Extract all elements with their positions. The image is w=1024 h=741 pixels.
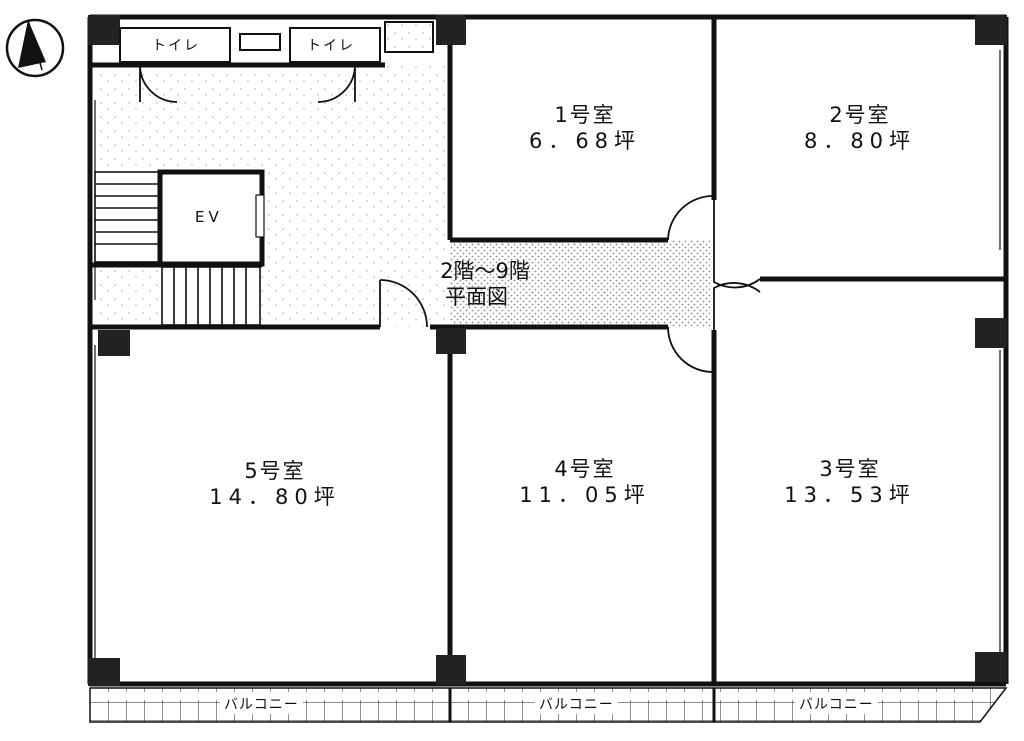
room-1-name: 1号室 xyxy=(554,103,616,127)
room-1-area: 6．68坪 xyxy=(528,129,642,154)
elevator-label: EV xyxy=(195,208,223,226)
structural-columns xyxy=(88,15,1007,686)
outer-walls xyxy=(87,14,1009,687)
room-2-area: 8．80坪 xyxy=(803,129,917,154)
room-3-name: 3号室 xyxy=(819,457,881,481)
room-4-name: 4号室 xyxy=(554,457,616,481)
floor-title-line1: 2階～9階 xyxy=(440,259,530,283)
room-4-label: 4号室 11．05坪 xyxy=(475,456,695,509)
room-3-label: 3号室 13．53坪 xyxy=(740,456,960,509)
staircase xyxy=(94,171,261,326)
room-3-area: 13．53坪 xyxy=(784,483,916,508)
room-5-area: 14．80坪 xyxy=(209,485,341,510)
north-compass-icon xyxy=(5,18,65,78)
elevator-shaft xyxy=(157,169,265,267)
room-5-label: 5号室 14．80坪 xyxy=(160,458,390,511)
room-2-name: 2号室 xyxy=(829,103,891,127)
floor-plan-title: 2階～9階 平面図 xyxy=(415,258,555,311)
toilet-label-right: トイレ xyxy=(305,35,357,55)
balcony-label-left: バルコニー xyxy=(220,694,303,714)
room-2-label: 2号室 8．80坪 xyxy=(770,102,950,155)
floor-title-line2: 平面図 xyxy=(445,285,508,310)
balcony-label-center: バルコニー xyxy=(535,694,618,714)
toilet-label-left: トイレ xyxy=(150,35,202,55)
balcony-label-right: バルコニー xyxy=(795,694,878,714)
room-4-area: 11．05坪 xyxy=(519,483,651,508)
doors xyxy=(139,64,761,373)
room-1-label: 1号室 6．68坪 xyxy=(495,102,675,155)
corridor-floor xyxy=(450,240,712,328)
room-5-name: 5号室 xyxy=(244,459,306,483)
